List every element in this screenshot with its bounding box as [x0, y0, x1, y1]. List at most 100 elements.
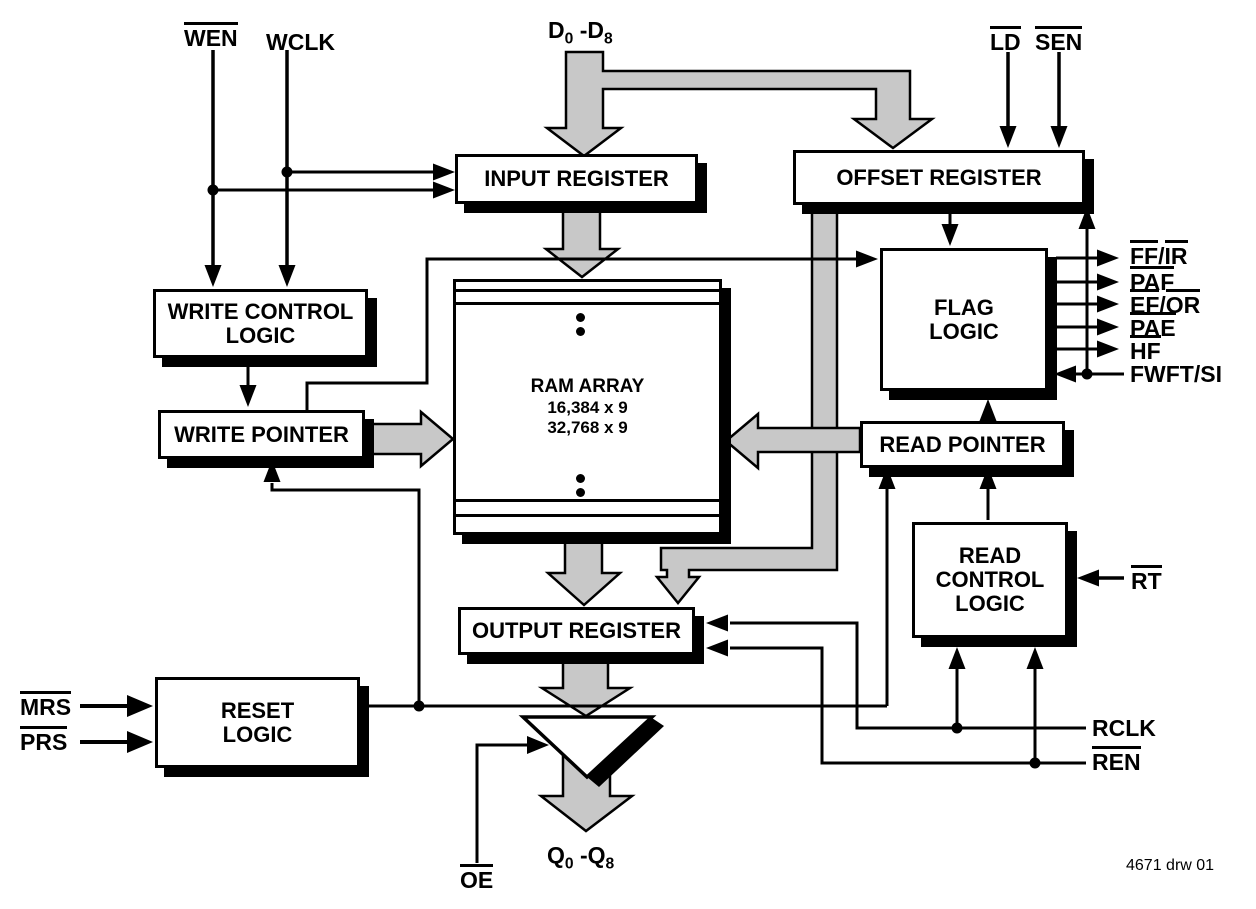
arrow-prs	[127, 731, 153, 753]
signal-label-ld: LD	[990, 26, 1021, 54]
arrow-offset-flag	[941, 224, 959, 246]
arrow-fwft-flag	[1054, 365, 1076, 383]
ram-ellipsis-dot	[576, 488, 585, 497]
drawing-number-caption: 4671 drw 01	[1126, 857, 1215, 874]
junction-fwft	[1081, 368, 1093, 380]
bus-write-pointer-to-ram	[368, 409, 455, 469]
arrow-rclk-rcl	[948, 647, 966, 669]
wire-rclk	[730, 621, 1086, 730]
arrow-oe	[527, 736, 549, 754]
junction-reset	[413, 700, 425, 712]
arrow-rp-flag	[979, 399, 997, 421]
signal-label-ren: REN	[1092, 746, 1141, 774]
ef-or-slash: /	[1159, 292, 1166, 318]
ram-top-line-1	[456, 289, 719, 292]
block-input-register-label: INPUT REGISTER	[484, 166, 669, 191]
block-read-pointer-label: READ POINTER	[879, 431, 1046, 457]
signal-label-sen: SEN	[1035, 26, 1083, 54]
arrow-mrs	[127, 695, 153, 717]
signal-label-oe: OE	[460, 864, 494, 892]
prs-text: PRS	[20, 726, 68, 754]
signal-label-fwft-si: FWFT/SI	[1130, 362, 1222, 386]
block-reset-logic: RESET LOGIC	[155, 677, 360, 768]
wire-write-pointer-to-flag-logic	[305, 257, 858, 411]
tristate-buffer-shadow	[587, 718, 664, 787]
d-base2: -D	[573, 17, 604, 43]
ld-text: LD	[990, 26, 1021, 54]
signal-label-mrs: MRS	[20, 691, 72, 719]
block-write-control-logic: WRITE CONTROL LOGIC	[153, 289, 368, 358]
ram-array-text: RAM ARRAY 16,384 x 9 32,768 x 9	[456, 376, 719, 438]
junction-rclk	[951, 722, 963, 734]
block-flag-logic-label: FLAG LOGIC	[929, 294, 999, 344]
block-offset-register: OFFSET REGISTER	[793, 150, 1085, 205]
ff-ir-slash: /	[1158, 243, 1165, 269]
wclk-text: WCLK	[266, 29, 335, 55]
ir-text: IR	[1164, 240, 1188, 268]
arrow-reset-rp	[878, 467, 896, 489]
d-sub1: 0	[564, 30, 574, 48]
junction-wclk	[281, 166, 293, 178]
arrow-sen	[1050, 126, 1068, 148]
block-read-control-logic-label: READ CONTROL LOGIC	[935, 543, 1045, 616]
block-write-pointer: WRITE POINTER	[158, 410, 365, 459]
ram-ellipsis-dot	[576, 327, 585, 336]
arrow-wcl-wp	[239, 385, 257, 407]
block-offset-register-label: OFFSET REGISTER	[836, 164, 1042, 190]
block-read-pointer: READ POINTER	[860, 421, 1065, 468]
block-flag-logic: FLAG LOGIC	[880, 248, 1048, 391]
arrow-rt	[1077, 569, 1099, 587]
signal-label-prs: PRS	[20, 726, 68, 754]
arrow-wclk-down	[278, 265, 296, 287]
q-base2: -Q	[573, 842, 606, 868]
ram-ellipsis-dot	[576, 474, 585, 483]
arrow-wen-down	[204, 265, 222, 287]
block-write-pointer-label: WRITE POINTER	[174, 421, 349, 447]
wire-oe	[475, 743, 528, 863]
hf-text: HF	[1130, 335, 1161, 363]
block-read-control-logic: READ CONTROL LOGIC	[912, 522, 1068, 638]
ram-array-title: RAM ARRAY	[530, 376, 645, 397]
oe-text: OE	[460, 864, 494, 892]
fwft-si-text: FWFT/SI	[1130, 361, 1222, 387]
bus-ram-to-output-register	[544, 536, 624, 607]
signal-label-q0-q8: Q0 -Q8	[547, 843, 614, 873]
q-base1: Q	[547, 842, 565, 868]
bus-data-in	[543, 50, 936, 158]
sen-text: SEN	[1035, 26, 1083, 54]
bus-input-register-to-ram	[542, 208, 622, 279]
junction-ren	[1029, 757, 1041, 769]
wen-text: WEN	[184, 22, 238, 50]
d-sub2: 8	[604, 30, 613, 48]
rt-text: RT	[1131, 565, 1162, 593]
mrs-text: MRS	[20, 691, 72, 719]
rclk-text: RCLK	[1092, 715, 1156, 741]
arrow-ld	[999, 126, 1017, 148]
ram-bottom-line-1	[456, 499, 719, 502]
arrow-ff-ir	[1097, 249, 1119, 267]
arrow-wclk-input	[433, 163, 455, 181]
arrow-rcl-rp	[979, 467, 997, 489]
bus-output-register-to-buffer	[537, 658, 635, 718]
block-write-control-logic-label: WRITE CONTROL LOGIC	[167, 298, 354, 348]
arrow-wp-flag	[856, 250, 878, 268]
ram-bottom-line-2	[456, 514, 719, 517]
block-output-register: OUTPUT REGISTER	[458, 607, 695, 655]
wire-ren	[730, 646, 1086, 765]
signal-label-ff-ir: FF/IR	[1130, 240, 1188, 268]
signal-label-d0-d8: D0 -D8	[548, 18, 613, 48]
ram-array-size-2: 32,768 x 9	[547, 418, 628, 437]
arrow-ren-outreg	[706, 639, 728, 657]
d-base1: D	[548, 17, 565, 43]
ram-top-line-2	[456, 302, 719, 305]
block-ram-array: RAM ARRAY 16,384 x 9 32,768 x 9	[453, 279, 722, 535]
wire-reset-to-write-pointer	[270, 483, 421, 706]
signal-label-hf: HF	[1130, 335, 1161, 363]
arrow-wen-input	[433, 181, 455, 199]
junction-wen	[207, 184, 219, 196]
arrow-fwft-offset	[1078, 207, 1096, 229]
ff-text: FF	[1130, 240, 1159, 268]
ram-ellipsis-dot	[576, 313, 585, 322]
